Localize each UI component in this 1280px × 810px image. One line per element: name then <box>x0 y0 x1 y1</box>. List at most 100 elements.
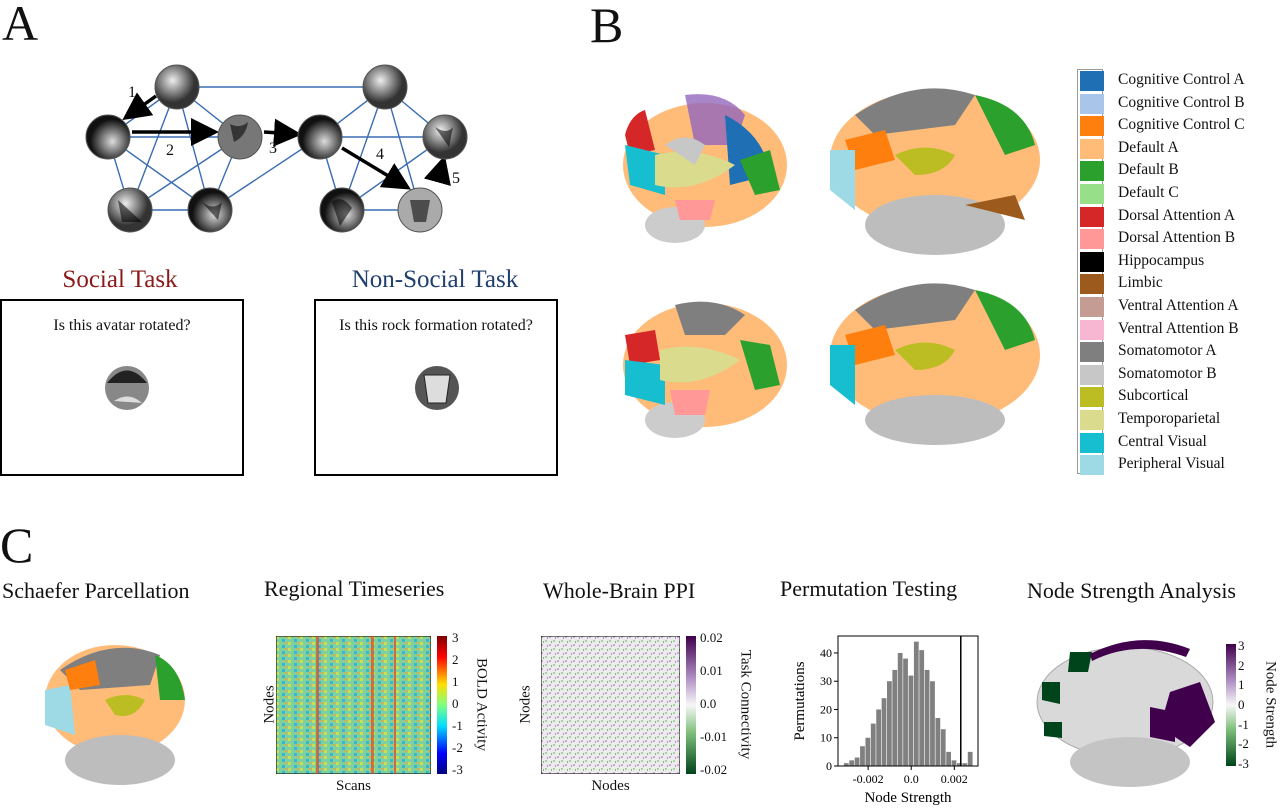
legend-swatch <box>1080 71 1104 91</box>
legend-swatch <box>1080 161 1104 182</box>
brain-parcellation-views <box>623 88 1040 445</box>
social-question: Is this avatar rotated? <box>53 317 191 334</box>
x-tick-label: -0.002 <box>853 772 884 786</box>
colorbar-tick: 0.01 <box>700 663 723 678</box>
legend-swatch <box>1080 116 1104 137</box>
legend-swatch <box>1080 410 1104 430</box>
colorbar-tick: -1 <box>452 718 463 733</box>
colorbar-tick: -0.02 <box>700 762 728 777</box>
legend-label: Peripheral Visual <box>1118 455 1225 473</box>
histogram-bar <box>919 650 925 766</box>
legend-label: Dorsal Attention B <box>1118 229 1236 247</box>
social-task-screen: Is this avatar rotated? <box>0 299 244 476</box>
step-label-1: 1 <box>128 84 136 101</box>
histogram-bar <box>908 675 914 766</box>
legend-label: Cognitive Control B <box>1118 93 1245 111</box>
social-task-title: Social Task <box>62 266 178 293</box>
x-axis-label: Node Strength <box>864 790 952 806</box>
y-tick-label: 10 <box>820 731 832 745</box>
panel-a-label: A <box>2 0 39 51</box>
histogram-bar <box>957 763 962 766</box>
brain-view-lateral-left <box>623 94 787 243</box>
nonsocial-task-title: Non-Social Task <box>351 266 519 293</box>
title-schaefer: Schaefer Parcellation <box>2 578 190 603</box>
histogram-bar <box>870 723 876 766</box>
histogram-bar <box>946 751 952 766</box>
legend-label: Cognitive Control A <box>1118 71 1245 88</box>
network-legend: Cognitive Control A Cognitive Control B Co… <box>1078 69 1278 476</box>
legend-label: Default C <box>1118 184 1179 201</box>
ppi-colorbar-label: Task Connectivity <box>737 649 754 760</box>
y-tick-label: 40 <box>820 646 832 660</box>
y-tick-label: 0 <box>826 759 832 773</box>
colorbar-tick: 3 <box>452 630 459 645</box>
histogram-bar <box>930 681 935 766</box>
x-tick-label: 0.002 <box>941 772 968 786</box>
legend-label: Somatomotor B <box>1118 364 1217 382</box>
y-axis-label: Permutations <box>792 661 808 740</box>
colorbar-tick: -3 <box>1238 756 1249 771</box>
legend-swatch <box>1080 319 1104 340</box>
legend-swatch <box>1080 297 1104 317</box>
legend-label: Central Visual <box>1118 432 1207 450</box>
colorbar-tick: 1 <box>1238 677 1245 693</box>
bold-colorbar-label: BOLD Activity <box>473 658 490 751</box>
legend-label: Hippocampus <box>1118 251 1205 269</box>
timeseries-ylabel: Nodes <box>261 685 278 724</box>
legend-label: Cognitive Control C <box>1118 116 1245 134</box>
step-label-4: 4 <box>376 146 384 163</box>
timeseries-heatmap <box>276 636 431 774</box>
colorbar-tick: -2 <box>452 740 463 755</box>
colorbar-tick: 1 <box>452 674 459 689</box>
histogram-bar <box>860 746 865 766</box>
panel-c-label: C <box>0 517 34 573</box>
y-tick-label: 30 <box>820 674 832 688</box>
avatar-stimulus <box>105 366 149 410</box>
colorbar-tick: -1 <box>1238 716 1249 732</box>
legend-swatch <box>1080 184 1104 204</box>
legend-swatch <box>1080 364 1104 385</box>
schaefer-parcellation-brain <box>45 645 185 785</box>
colorbar-tick: 0.02 <box>700 630 723 645</box>
legend-label: Temporoparietal <box>1118 410 1221 427</box>
panel-b-label: B <box>590 0 624 53</box>
title-node-strength: Node Strength Analysis <box>1027 578 1236 603</box>
legend-label: Default B <box>1118 161 1179 179</box>
legend-label: Default A <box>1118 138 1179 156</box>
timeseries-xlabel: Scans <box>336 778 371 794</box>
histogram-bar <box>854 757 860 766</box>
histogram-bar <box>887 681 892 766</box>
legend-swatch <box>1080 206 1104 227</box>
title-permutation: Permutation Testing <box>780 576 958 601</box>
colorbar-tick: 2 <box>1238 657 1245 673</box>
title-ppi: Whole-Brain PPI <box>543 578 696 603</box>
legend-label: Limbic <box>1118 274 1163 292</box>
legend-swatch <box>1080 455 1104 476</box>
legend-label: Somatomotor A <box>1118 342 1217 360</box>
colorbar-tick: 3 <box>1238 638 1245 653</box>
rock-stimulus <box>415 366 459 410</box>
histogram-bar <box>940 729 946 766</box>
histogram-bar <box>935 717 941 766</box>
histogram-bar <box>876 709 882 766</box>
colorbar-tick: 2 <box>452 652 459 667</box>
colorbar-tick: -3 <box>452 762 463 777</box>
brain-view-medial-right-2 <box>830 283 1040 445</box>
legend-swatch <box>1080 342 1104 363</box>
colorbar-tick: 0 <box>452 696 459 711</box>
histogram-bar <box>967 751 973 766</box>
histogram-bar <box>849 760 855 766</box>
colorbar-tick: 0.0 <box>700 696 717 711</box>
histogram-bar <box>913 641 919 766</box>
bold-colorbar <box>437 636 447 774</box>
ppi-heatmap <box>541 636 680 774</box>
nonsocial-task-screen: Is this rock formation rotated? <box>314 299 558 476</box>
histogram-bar <box>892 669 898 766</box>
legend-swatch <box>1080 251 1104 272</box>
colorbar-tick: -2 <box>1238 736 1249 752</box>
step-label-3: 3 <box>269 140 277 157</box>
brain-view-medial-right <box>830 88 1040 255</box>
